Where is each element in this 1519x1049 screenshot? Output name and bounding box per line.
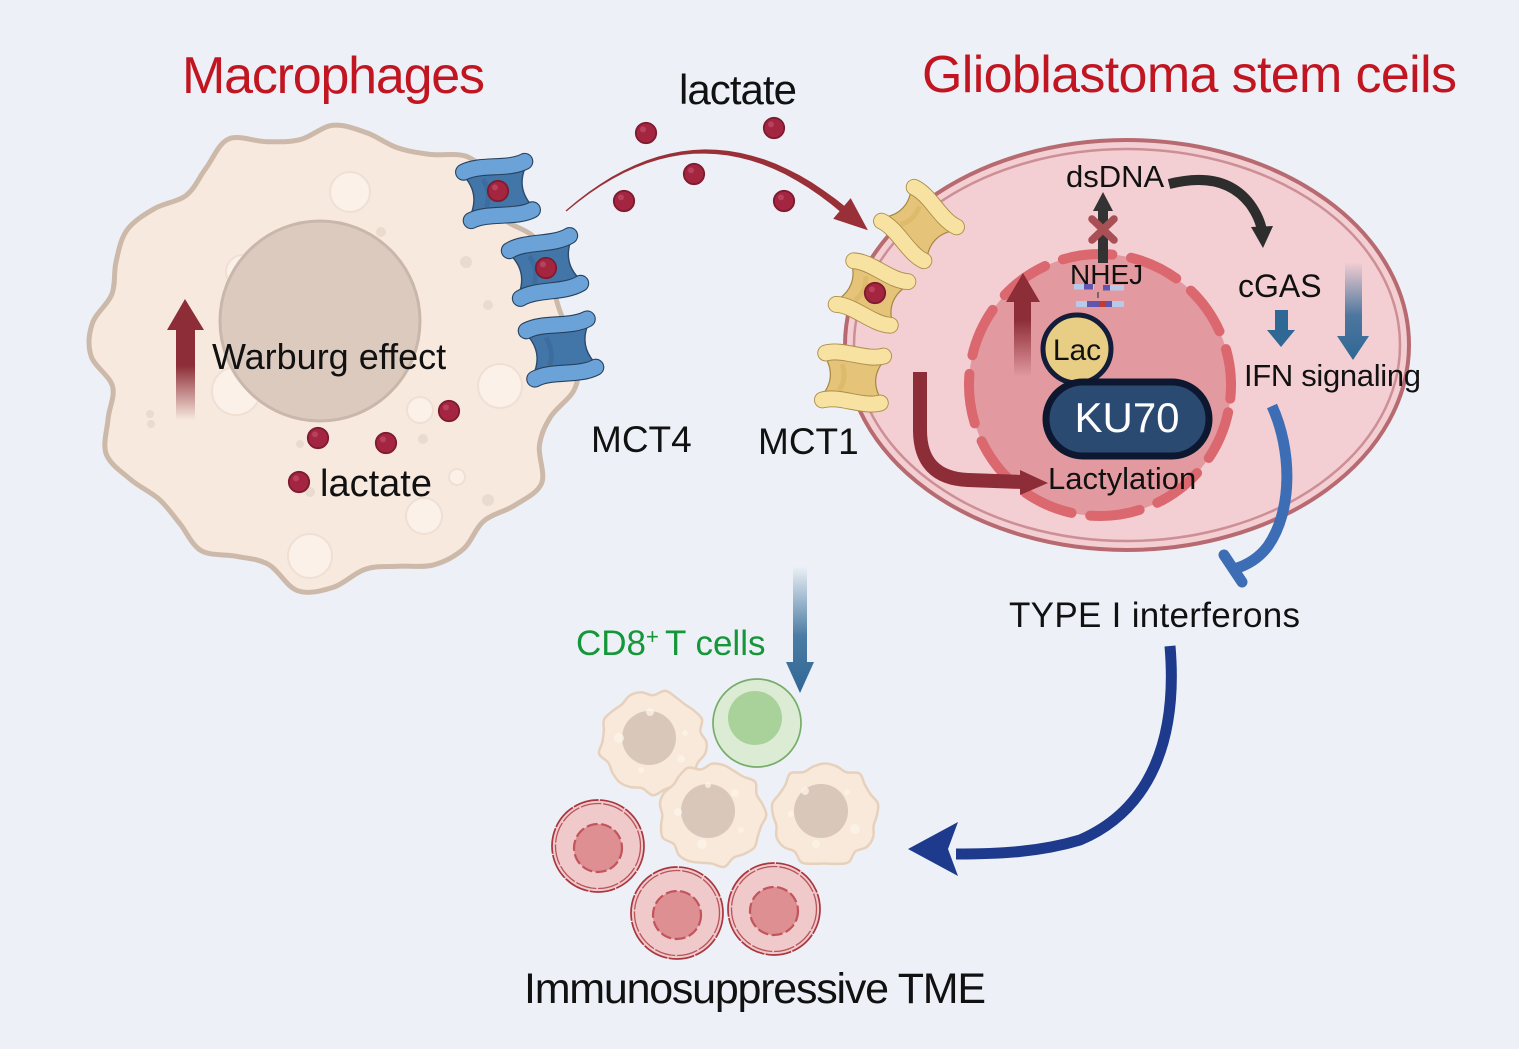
svg-text:MCT4: MCT4 <box>591 419 692 460</box>
svg-text:Macrophages: Macrophages <box>182 47 485 105</box>
svg-text:KU70: KU70 <box>1074 394 1179 441</box>
svg-text:Glioblastoma stem ceils: Glioblastoma stem ceils <box>922 46 1457 104</box>
svg-text:lactate: lactate <box>679 66 797 113</box>
svg-text:Lac: Lac <box>1053 334 1101 367</box>
svg-text:MCT1: MCT1 <box>758 421 859 462</box>
svg-text:Immunosuppressive TME: Immunosuppressive TME <box>524 965 986 1013</box>
svg-text:Warburg effect: Warburg effect <box>212 336 446 377</box>
svg-text:dsDNA: dsDNA <box>1066 159 1165 194</box>
svg-text:IFN signaling: IFN signaling <box>1244 358 1421 393</box>
svg-text:cGAS: cGAS <box>1238 268 1322 304</box>
svg-text:TYPE I interferons: TYPE I interferons <box>1009 596 1300 635</box>
svg-text:Lactylation: Lactylation <box>1048 461 1196 496</box>
svg-text:CD8+ T cells: CD8+ T cells <box>576 624 765 663</box>
svg-text:lactate: lactate <box>320 463 432 505</box>
